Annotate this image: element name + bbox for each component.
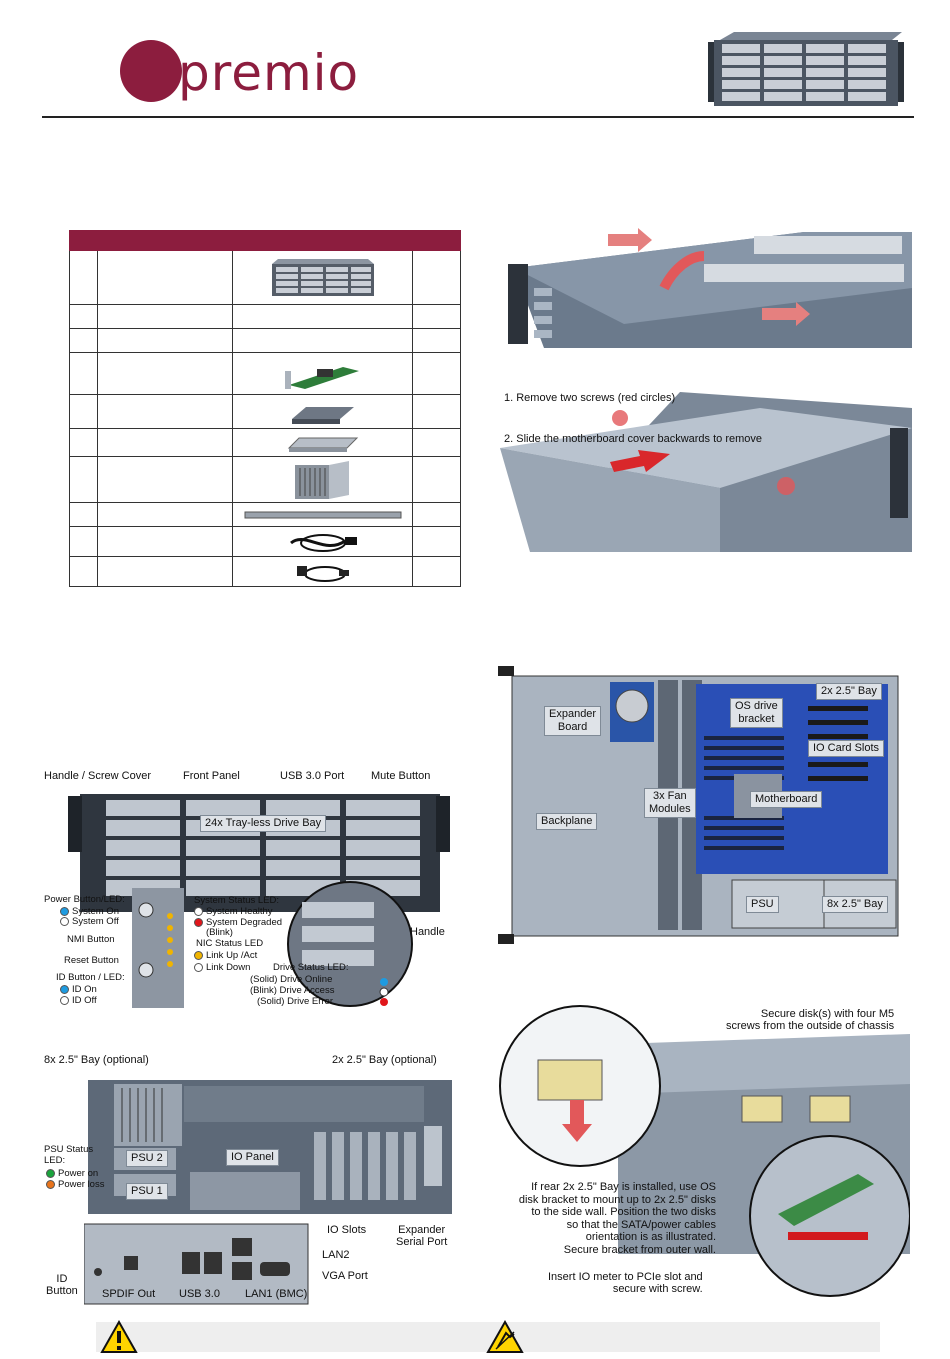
table-row bbox=[69, 428, 461, 457]
warning-bar bbox=[96, 1322, 880, 1352]
green-led-icon bbox=[46, 1168, 55, 1178]
legend-system-on: System On bbox=[60, 906, 119, 917]
red-led-icon bbox=[194, 917, 203, 927]
label-2x-bay-optional: 2x 2.5" Bay (optional) bbox=[332, 1054, 437, 1066]
label-handle: Handle bbox=[410, 926, 445, 938]
label-expander-serial-port: Expander Serial Port bbox=[396, 1224, 448, 1248]
legend-power-loss: Power loss bbox=[46, 1179, 104, 1190]
esd-warning-icon bbox=[486, 1320, 524, 1353]
label-drive-status-led: Drive Status LED: bbox=[273, 962, 349, 973]
callout-backplane: Backplane bbox=[536, 813, 598, 830]
label-handle-screw-cover: Handle / Screw Cover bbox=[44, 770, 151, 782]
label-blink: (Blink) bbox=[206, 927, 233, 938]
table-header-row bbox=[69, 230, 461, 251]
step-remove-screws: 1. Remove two screws (red circles) bbox=[504, 392, 676, 404]
legend-drive-error: (Solid) Drive Error bbox=[257, 996, 334, 1007]
table-row bbox=[69, 556, 461, 587]
disk-install-illustration bbox=[499, 1005, 910, 1297]
label-id-button: ID Button bbox=[46, 1273, 78, 1297]
legend-drive-online: (Solid) Drive Online bbox=[250, 974, 333, 985]
legend-link-up: Link Up /Act bbox=[194, 950, 257, 961]
package-contents-table bbox=[69, 230, 461, 587]
callout-io-card-slots: IO Card Slots bbox=[808, 740, 885, 757]
vga-cable-thumbnail bbox=[296, 565, 349, 582]
callout-psu: PSU bbox=[746, 896, 779, 913]
step-slide-cover: 2. Slide the motherboard cover backwards… bbox=[504, 433, 763, 445]
callout-os-drive-bracket: OS drive bracket bbox=[730, 698, 783, 728]
legend-system-degraded: System Degraded bbox=[194, 917, 282, 928]
amber-led-icon bbox=[194, 950, 203, 960]
callout-8x-bay: 8x 2.5" Bay bbox=[822, 896, 888, 913]
label-secure-disks: Secure disk(s) with four M5 screws from … bbox=[726, 1008, 895, 1032]
orange-led-icon bbox=[46, 1179, 55, 1189]
server-chassis-image bbox=[708, 32, 904, 106]
legend-id-on: ID On bbox=[60, 984, 97, 995]
front-panel-view bbox=[68, 794, 450, 1008]
power-cord-thumbnail bbox=[289, 533, 357, 552]
callout-motherboard: Motherboard bbox=[750, 791, 823, 808]
legend-drive-access: (Blink) Drive Access bbox=[250, 985, 335, 996]
label-power-button-led: Power Button/LED: bbox=[44, 894, 125, 905]
motherboard-cover-illustration bbox=[500, 388, 912, 552]
table-row bbox=[69, 526, 461, 557]
off-led-icon bbox=[194, 962, 203, 972]
callout-psu1: PSU 1 bbox=[126, 1183, 168, 1200]
label-reset-button: Reset Button bbox=[64, 955, 119, 966]
label-nic-status-led: NIC Status LED bbox=[196, 938, 264, 949]
header-divider bbox=[42, 116, 914, 118]
label-system-status-led: System Status LED: bbox=[194, 895, 280, 906]
rail-thumbnail bbox=[244, 511, 402, 518]
label-vga-port: VGA Port bbox=[322, 1270, 368, 1282]
label-front-panel: Front Panel bbox=[183, 770, 240, 782]
table-row bbox=[69, 328, 461, 353]
expander-card-thumbnail bbox=[284, 366, 359, 389]
callout-2x-bay: 2x 2.5" Bay bbox=[816, 683, 882, 700]
legend-power-on: Power on bbox=[46, 1168, 98, 1179]
off-led-icon bbox=[60, 995, 69, 1005]
label-spdif-out: SPDIF Out bbox=[102, 1288, 156, 1300]
callout-expander-board: Expander Board bbox=[544, 706, 602, 736]
label-mute-button: Mute Button bbox=[371, 770, 431, 782]
internal-top-view bbox=[498, 666, 899, 944]
table-row bbox=[69, 394, 461, 429]
label-drive-bay: 24x Tray-less Drive Bay bbox=[200, 815, 327, 832]
callout-fan-modules: 3x Fan Modules bbox=[644, 788, 696, 818]
white-led-icon bbox=[194, 906, 203, 916]
callout-io-panel: IO Panel bbox=[226, 1149, 279, 1166]
brand-name: premio bbox=[178, 44, 360, 102]
chassis-thumbnail bbox=[271, 258, 374, 296]
table-row bbox=[69, 250, 461, 305]
drive-bay-thumbnail bbox=[291, 406, 354, 424]
drive-cage-thumbnail bbox=[294, 460, 349, 499]
callout-psu2: PSU 2 bbox=[126, 1150, 168, 1167]
label-io-slots: IO Slots bbox=[327, 1224, 367, 1236]
bracket-thumbnail bbox=[287, 437, 358, 452]
legend-system-healthy: System Healthy bbox=[194, 906, 273, 917]
table-row bbox=[69, 502, 461, 527]
legend-system-off: System Off bbox=[60, 916, 119, 927]
label-usb30: USB 3.0 bbox=[179, 1288, 220, 1300]
warning-icon bbox=[100, 1320, 138, 1353]
label-usb-port: USB 3.0 Port bbox=[280, 770, 345, 782]
off-led-icon bbox=[60, 916, 69, 926]
label-psu-status-led: PSU Status LED: bbox=[44, 1144, 94, 1166]
legend-id-off: ID Off bbox=[60, 995, 97, 1006]
label-insert-io: Insert IO meter to PCIe slot and secure … bbox=[548, 1271, 703, 1295]
brand-logo bbox=[120, 40, 182, 102]
legend-link-down: Link Down bbox=[194, 962, 250, 973]
label-lan1: LAN1 (BMC) bbox=[245, 1288, 308, 1300]
blue-led-icon bbox=[60, 984, 69, 994]
table-row bbox=[69, 456, 461, 503]
cover-removal-illustration bbox=[504, 228, 912, 348]
label-lan2: LAN2 bbox=[322, 1249, 350, 1261]
table-row bbox=[69, 352, 461, 395]
label-8x-bay-optional: 8x 2.5" Bay (optional) bbox=[44, 1054, 149, 1066]
label-nmi-button: NMI Button bbox=[67, 934, 115, 945]
label-id-button-led: ID Button / LED: bbox=[56, 972, 125, 983]
blue-led-icon bbox=[60, 906, 69, 916]
label-rear-bay-note: If rear 2x 2.5" Bay is installed, use OS… bbox=[518, 1181, 716, 1256]
table-row bbox=[69, 304, 461, 329]
